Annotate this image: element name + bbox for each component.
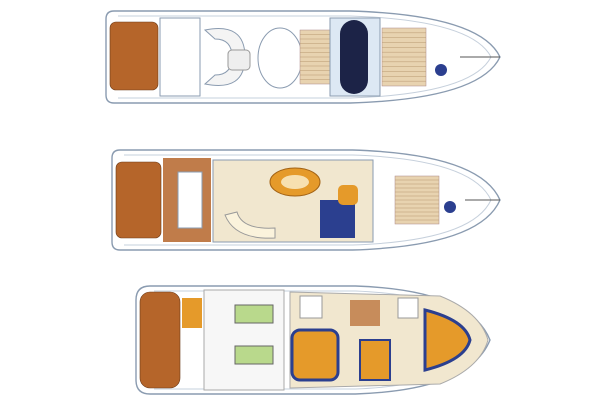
cockpit-seat xyxy=(177,171,203,229)
hatch xyxy=(444,201,456,213)
hatch xyxy=(435,64,447,76)
lower-deck-plan xyxy=(135,285,491,395)
dinette xyxy=(320,200,355,238)
vip-bed xyxy=(423,308,472,372)
cabinetry xyxy=(350,300,380,326)
crew-cabin xyxy=(182,298,202,328)
swim-platform-teak xyxy=(115,161,162,239)
dinette-table xyxy=(338,185,358,205)
flybridge-deck-plan xyxy=(105,10,501,104)
bathroom xyxy=(299,295,323,319)
main-deck-plan xyxy=(111,149,501,251)
table xyxy=(227,49,251,71)
coffee-table xyxy=(281,175,309,189)
swim-platform-teak xyxy=(139,291,181,389)
helm-console xyxy=(257,27,303,89)
bathroom xyxy=(397,297,419,319)
master-bed xyxy=(290,328,340,382)
flybridge-seating xyxy=(203,28,246,86)
stern-stairs xyxy=(159,17,201,97)
windscreen xyxy=(340,20,368,94)
guest-bed xyxy=(359,339,391,381)
engine xyxy=(234,304,274,324)
swim-platform-teak xyxy=(109,21,159,91)
engine xyxy=(234,345,274,365)
saloon-sofa xyxy=(224,211,276,239)
